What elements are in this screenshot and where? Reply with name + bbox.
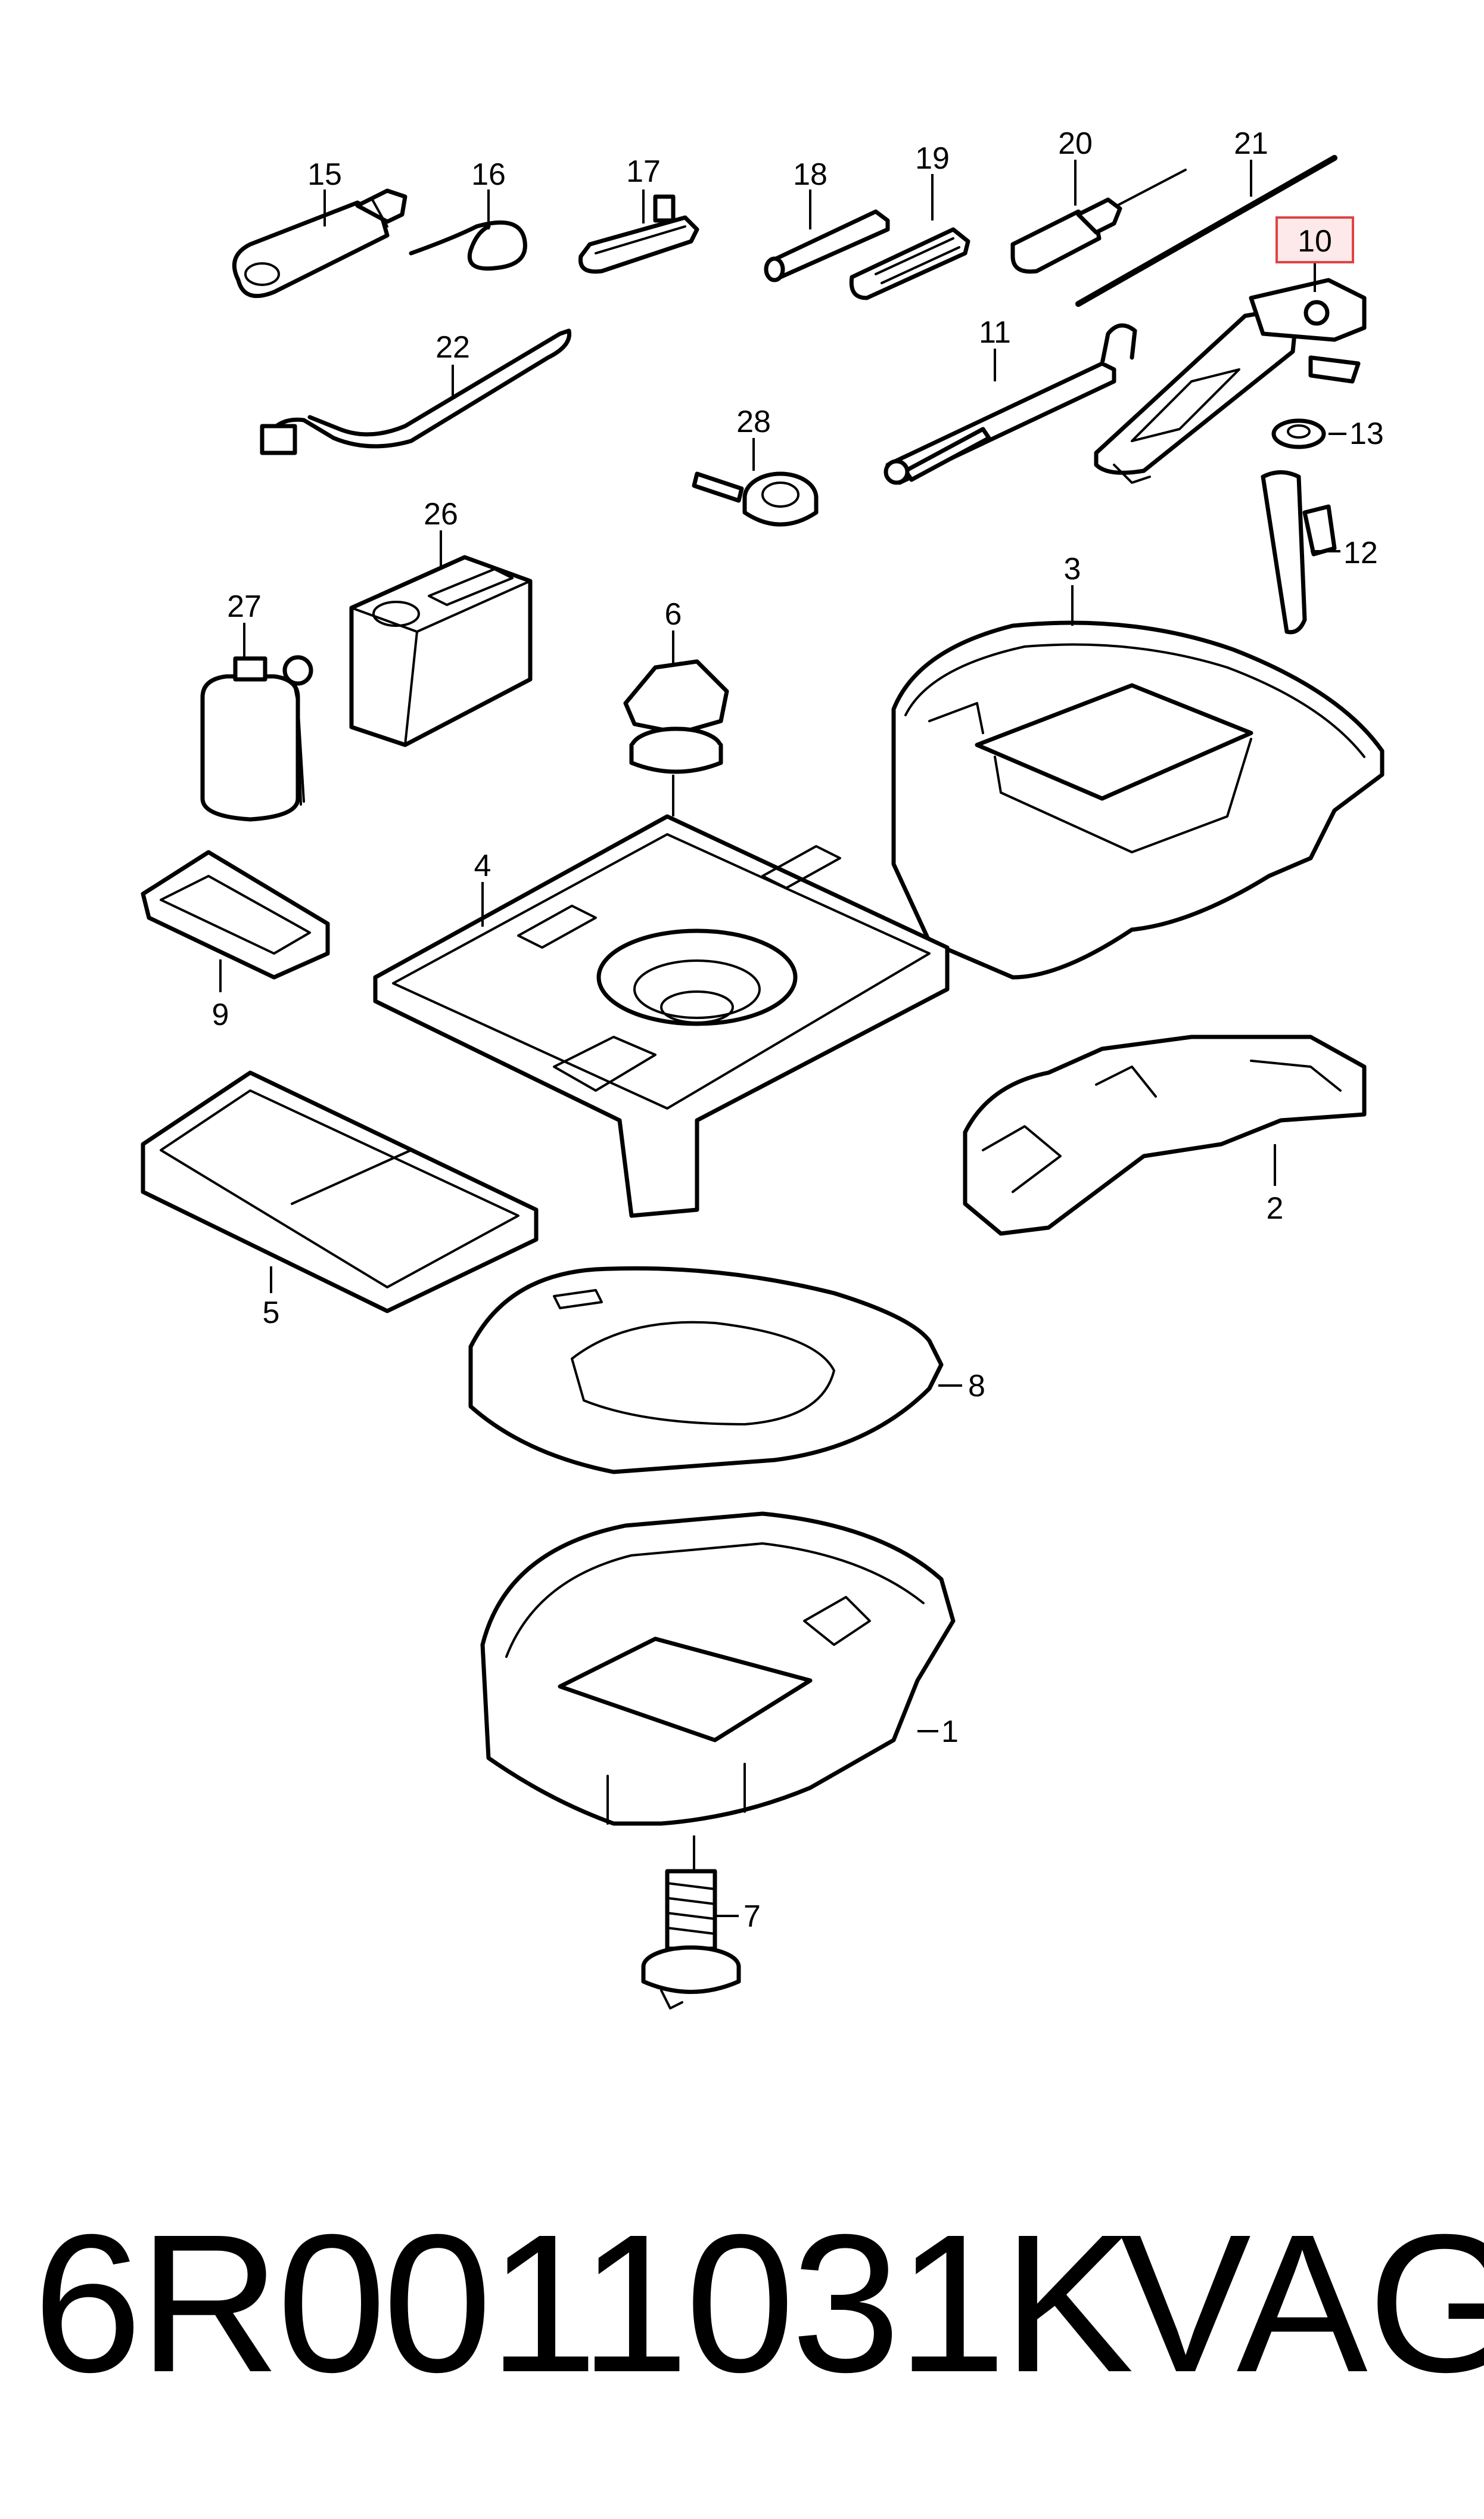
callout-11: 11	[979, 315, 1011, 350]
part-19-sleeve	[849, 227, 970, 300]
callout-4: 4	[474, 849, 491, 883]
part-28-pressure-gauge	[692, 471, 819, 527]
callout-1: 1	[941, 1714, 959, 1749]
callout-9: 9	[212, 998, 229, 1032]
callout-6: 6	[665, 597, 682, 632]
part-16-wire-clip	[409, 220, 527, 271]
callout-22: 22	[435, 330, 470, 365]
callout-labels: 15 16 17 18 19 20 21 10 22 11 28 13 12 2…	[212, 126, 1384, 1934]
part-17-hook-clip	[578, 194, 699, 274]
part-1-lower-foam-insert	[480, 1511, 956, 1826]
callout-12: 12	[1343, 536, 1378, 570]
part-4-main-tray	[373, 814, 950, 1218]
part-22-wheel-brace	[260, 328, 572, 455]
callout-2: 2	[1267, 1191, 1284, 1226]
part-20-screwdriver	[1010, 169, 1187, 274]
callout-18: 18	[793, 157, 827, 192]
callout-10-highlight-box	[1275, 216, 1354, 263]
callout-10: 10	[1298, 224, 1332, 259]
part-26-battery-box	[349, 555, 533, 747]
leader-lines	[219, 160, 1346, 1917]
part-13-grommet	[1271, 418, 1326, 449]
part-2-foam-segment	[963, 1035, 1367, 1236]
callout-13: 13	[1349, 417, 1384, 451]
callout-21: 21	[1234, 126, 1268, 161]
part-3-foam-insert	[891, 620, 1385, 980]
part-21-rod	[1075, 155, 1337, 307]
part-number: 6R0011031K	[33, 2193, 1134, 2413]
part-15-tow-eye	[232, 188, 407, 299]
callout-19: 19	[915, 141, 950, 176]
exploded-parts-diagram: 15 16 17 18 19 20 21 10 22 11 28 13 12 2…	[141, 126, 1385, 2009]
callout-20: 20	[1058, 126, 1093, 161]
callout-17: 17	[626, 154, 661, 189]
part-18-pin	[764, 209, 890, 282]
callout-5: 5	[263, 1296, 280, 1330]
callout-3: 3	[1064, 552, 1081, 586]
callout-16: 16	[471, 157, 506, 192]
brand-name: VAG	[1120, 2193, 1484, 2413]
part-8-cover-mat	[468, 1266, 944, 1474]
part-10-car-jack	[1094, 278, 1367, 484]
callout-28: 28	[736, 405, 771, 439]
part-5-flat-tray	[141, 1070, 539, 1313]
callout-7: 7	[743, 1899, 761, 1934]
callout-27: 27	[227, 589, 262, 624]
part-9-small-tray	[141, 850, 330, 980]
part-27-sealant-bottle	[200, 655, 313, 822]
part-7-bolt	[641, 1869, 741, 2009]
part-6-wing-nut	[623, 659, 729, 774]
part-12-strap	[1261, 470, 1337, 635]
callout-26: 26	[424, 497, 458, 532]
part-11-jack-crank	[883, 323, 1137, 485]
callout-8: 8	[968, 1369, 985, 1403]
callout-15: 15	[307, 157, 342, 192]
